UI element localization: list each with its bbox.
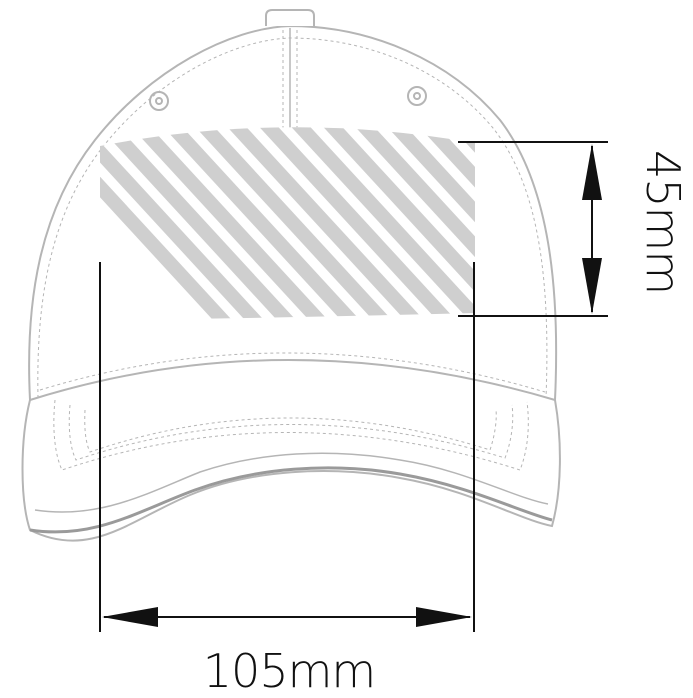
top-button-icon: [265, 9, 315, 26]
width-label: 105mm: [202, 644, 376, 698]
print-area-stripe: [270, 127, 475, 320]
print-area-stripe: [302, 127, 475, 320]
arrow-down-icon: [582, 258, 602, 314]
cap-visor: [21, 399, 561, 542]
print-area-stripe: [238, 127, 470, 320]
print-area-stripe: [398, 127, 475, 320]
arrow-right-icon: [416, 607, 472, 627]
arrow-left-icon: [102, 607, 158, 627]
print-area-stripe: [142, 127, 374, 320]
height-dimension: [458, 141, 608, 317]
print-area-stripe: [100, 127, 246, 320]
print-area-stripe: [110, 127, 342, 320]
eyelet-icon: [149, 86, 427, 111]
width-dimension: [99, 262, 475, 632]
print-area: [100, 127, 475, 320]
print-area-stripe: [206, 127, 438, 320]
arrow-up-icon: [582, 144, 602, 200]
print-area-stripe: [366, 127, 475, 320]
print-area-stripe: [334, 127, 475, 320]
print-area-stripe: [174, 127, 406, 320]
height-label: 45mm: [636, 150, 690, 295]
print-area-stripe: [100, 127, 278, 320]
